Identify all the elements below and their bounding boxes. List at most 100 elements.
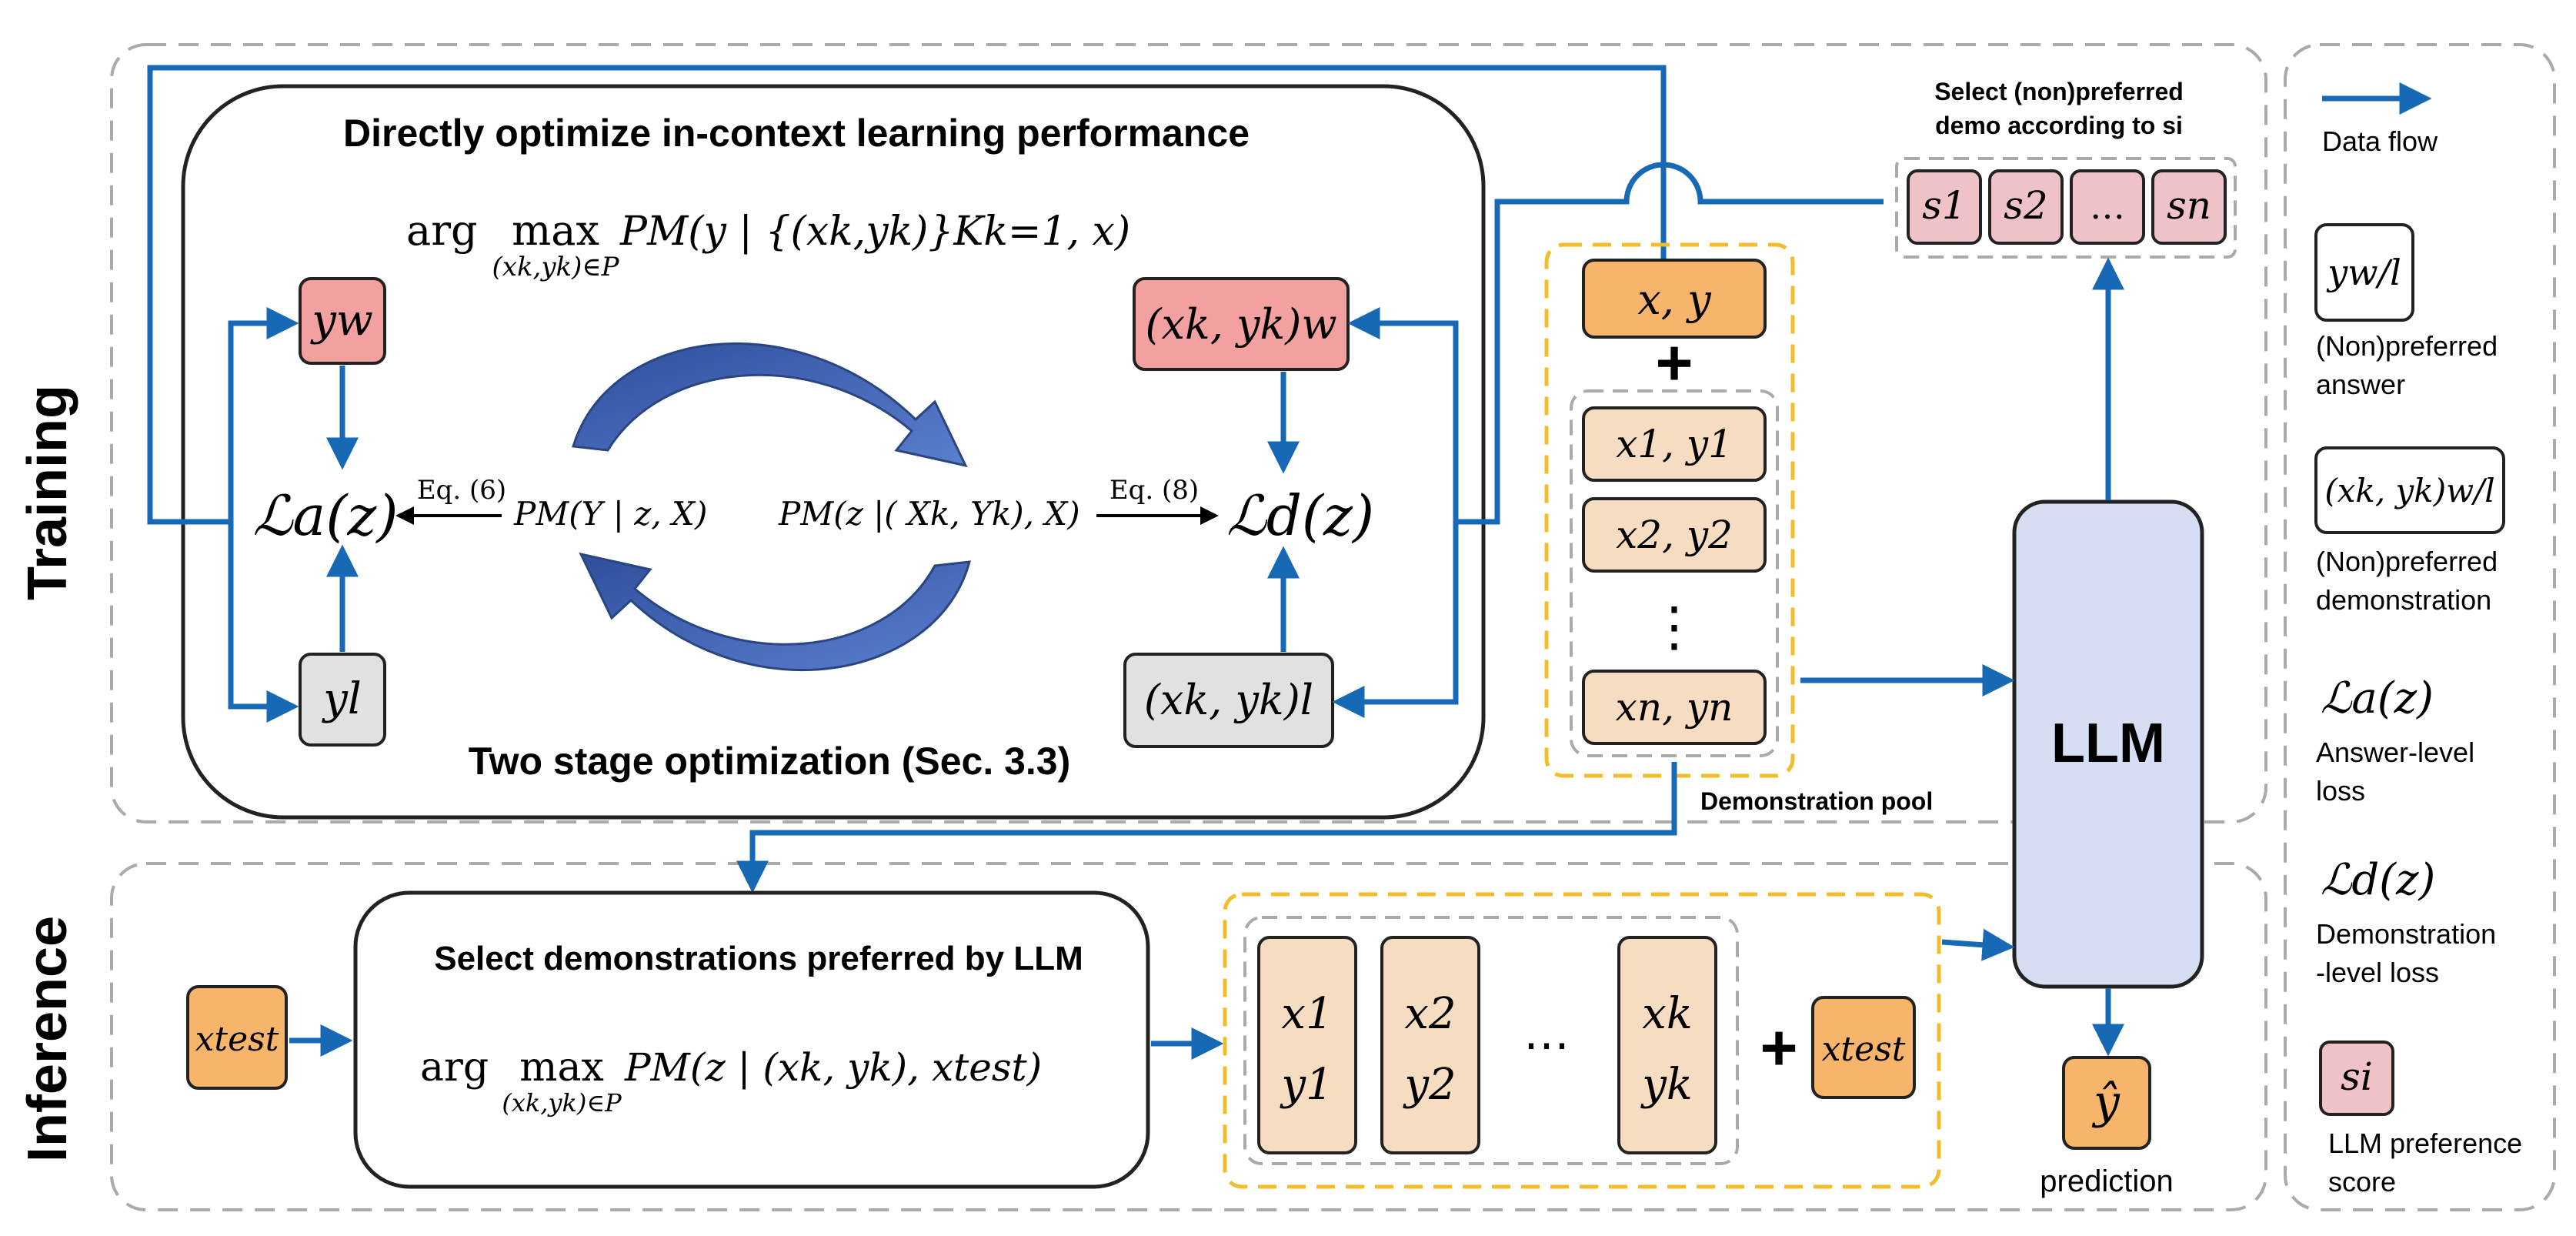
- prediction-symbol: ŷ: [2091, 1075, 2121, 1129]
- arrow-query-loop: [147, 65, 1667, 525]
- eq6-label: Eq. (6): [417, 475, 506, 506]
- test-input-box: [186, 985, 288, 1090]
- legend-demo-symbol: (xk, yk)w/l: [2324, 472, 2494, 509]
- score-dots: [2070, 169, 2145, 245]
- score-n: [2151, 169, 2227, 245]
- score-2: [1988, 169, 2064, 245]
- legend-score-box: [2319, 1041, 2394, 1116]
- legend-loss-a-text-2: loss: [2316, 775, 2365, 807]
- selected-demo-2: [1380, 936, 1480, 1154]
- nonpreferred-answer-box: [299, 653, 386, 747]
- pool-demo-2-label: x2, y2: [1616, 513, 1733, 557]
- icl-box-title: Directly optimize in-context learning pe…: [343, 112, 1250, 155]
- scores-frame: [1895, 157, 2237, 259]
- demo-level-loss: ℒd(z): [1226, 483, 1374, 548]
- cycle-arrow-bottom: [579, 552, 972, 671]
- select-demos-box: [353, 890, 1150, 1189]
- selected-demo-k-x: xk: [1642, 989, 1693, 1039]
- pool-demo-2: [1582, 497, 1767, 573]
- nonpreferred-demo-label: (xk, yk)l: [1144, 676, 1313, 724]
- pool-demo-n-label: xn, yn: [1616, 685, 1733, 730]
- selected-demo-k-y: yk: [1640, 1060, 1693, 1110]
- inference-test-label: xtest: [1822, 1030, 1906, 1069]
- query-label: x, y: [1637, 276, 1712, 324]
- arrow-to-demo-l: [1332, 522, 1459, 718]
- pool-plus: +: [1655, 326, 1693, 399]
- legend-answer-text-1: (Non)preferred: [2316, 330, 2498, 362]
- score-1-label: s1: [1922, 183, 1966, 228]
- demo-pool-label: Demonstration pool: [1700, 787, 1933, 815]
- eq8-label: Eq. (8): [1109, 475, 1199, 506]
- inference-plus: +: [1760, 1011, 1797, 1084]
- pool-demo-n: [1582, 670, 1767, 745]
- demo-pool-frame: [1544, 242, 1795, 778]
- objective-max: max: [512, 206, 599, 255]
- select-demos-title: Select demonstrations preferred by LLM: [434, 940, 1083, 977]
- objective-arg: arg: [406, 206, 478, 255]
- selected-demo-1-y: y1: [1279, 1060, 1333, 1110]
- arrow-to-yw: [228, 307, 299, 522]
- inf-objective-arg: arg: [420, 1044, 489, 1091]
- legend-loss-d-symbol: ℒd(z): [2321, 855, 2435, 905]
- inference-objective: arg max (xk,yk)∈P PM(z | (xk, yk), xtest…: [420, 1044, 1042, 1117]
- legend-loss-a-symbol: ℒa(z): [2321, 673, 2434, 723]
- legend-answer-symbol: yw/l: [2326, 252, 2401, 293]
- inf-objective-max: max: [519, 1044, 604, 1091]
- selected-demo-1-x: x1: [1281, 989, 1333, 1039]
- legend-score-text-2: score: [2328, 1166, 2396, 1198]
- prob-demo: PM(z |( Xk, Yk), X): [778, 495, 1080, 533]
- arrow-pool-to-inference: [736, 762, 1677, 894]
- legend-demo-text-2: demonstration: [2316, 584, 2491, 616]
- legend-loss-a-text-1: Answer-level: [2316, 737, 2474, 768]
- pool-demo-1-label: x1, y1: [1616, 422, 1733, 466]
- pool-dots: ⋮: [1647, 595, 1701, 658]
- selected-demo-2-y: y2: [1402, 1060, 1456, 1110]
- legend-flow-text: Data flow: [2322, 125, 2438, 157]
- answer-level-loss: ℒa(z): [253, 483, 399, 548]
- score-1: [1907, 169, 1982, 245]
- objective-subscript: (xk,yk)∈P: [492, 252, 620, 282]
- scores-title-line1: Select (non)preferred: [1934, 78, 2184, 105]
- training-region: [110, 43, 2267, 823]
- legend-loss-d-text-2: -level loss: [2316, 957, 2439, 988]
- legend-answer-box: [2314, 223, 2414, 322]
- query-box: [1582, 259, 1767, 339]
- inference-test-box: [1811, 996, 1916, 1099]
- pool-demo-1: [1582, 406, 1767, 482]
- demo-candidates-frame: [1570, 389, 1779, 757]
- score-2-label: s2: [2004, 183, 2047, 228]
- selected-dots: ⋯: [1523, 1018, 1570, 1072]
- preferred-answer-box: [299, 277, 386, 365]
- objective-body: PM(y | {(xk,yk)}Kk=1, x): [619, 209, 1130, 255]
- arrow-score-feedback: [1456, 162, 1884, 525]
- arrow-to-yl: [228, 522, 299, 723]
- scores-title-line2: demo according to si: [1935, 112, 2183, 139]
- legend-loss-d-text-1: Demonstration: [2316, 918, 2496, 950]
- selected-demos-frame: [1223, 892, 1941, 1189]
- arrow-to-demo-w: [1347, 307, 1459, 522]
- selected-inner-frame: [1243, 916, 1739, 1165]
- legend-score-text-1: LLM preference: [2328, 1127, 2522, 1159]
- training-objective: arg max (xk,yk)∈P PM(y | {(xk,yk)}Kk=1, …: [406, 206, 1130, 282]
- preferred-answer-label: yw: [309, 296, 373, 346]
- score-n-label: sn: [2167, 183, 2211, 228]
- prediction-box: [2062, 1056, 2151, 1150]
- training-label: Training: [17, 385, 78, 600]
- score-dots-label: …: [2090, 185, 2125, 227]
- prediction-label: prediction: [2040, 1164, 2173, 1198]
- legend-demo-text-1: (Non)preferred: [2316, 546, 2498, 577]
- inf-objective-body: PM(z | (xk, yk), xtest): [624, 1045, 1042, 1090]
- legend-demo-box: [2314, 446, 2505, 534]
- legend-answer-text-2: answer: [2316, 369, 2405, 400]
- cycle-arrow-top: [572, 342, 968, 468]
- icl-optimization-box: [181, 84, 1486, 820]
- selected-demo-k: [1617, 936, 1717, 1154]
- preferred-demo-label: (xk, yk)w: [1145, 300, 1336, 349]
- nonpreferred-answer-label: yl: [321, 674, 362, 724]
- llm-label: LLM: [2051, 713, 2165, 774]
- inference-region: [110, 862, 2267, 1211]
- two-stage-title: Two stage optimization (Sec. 3.3): [469, 740, 1071, 783]
- llm-box: [2012, 499, 2204, 989]
- arrow-demos-to-llm: [1941, 928, 2015, 961]
